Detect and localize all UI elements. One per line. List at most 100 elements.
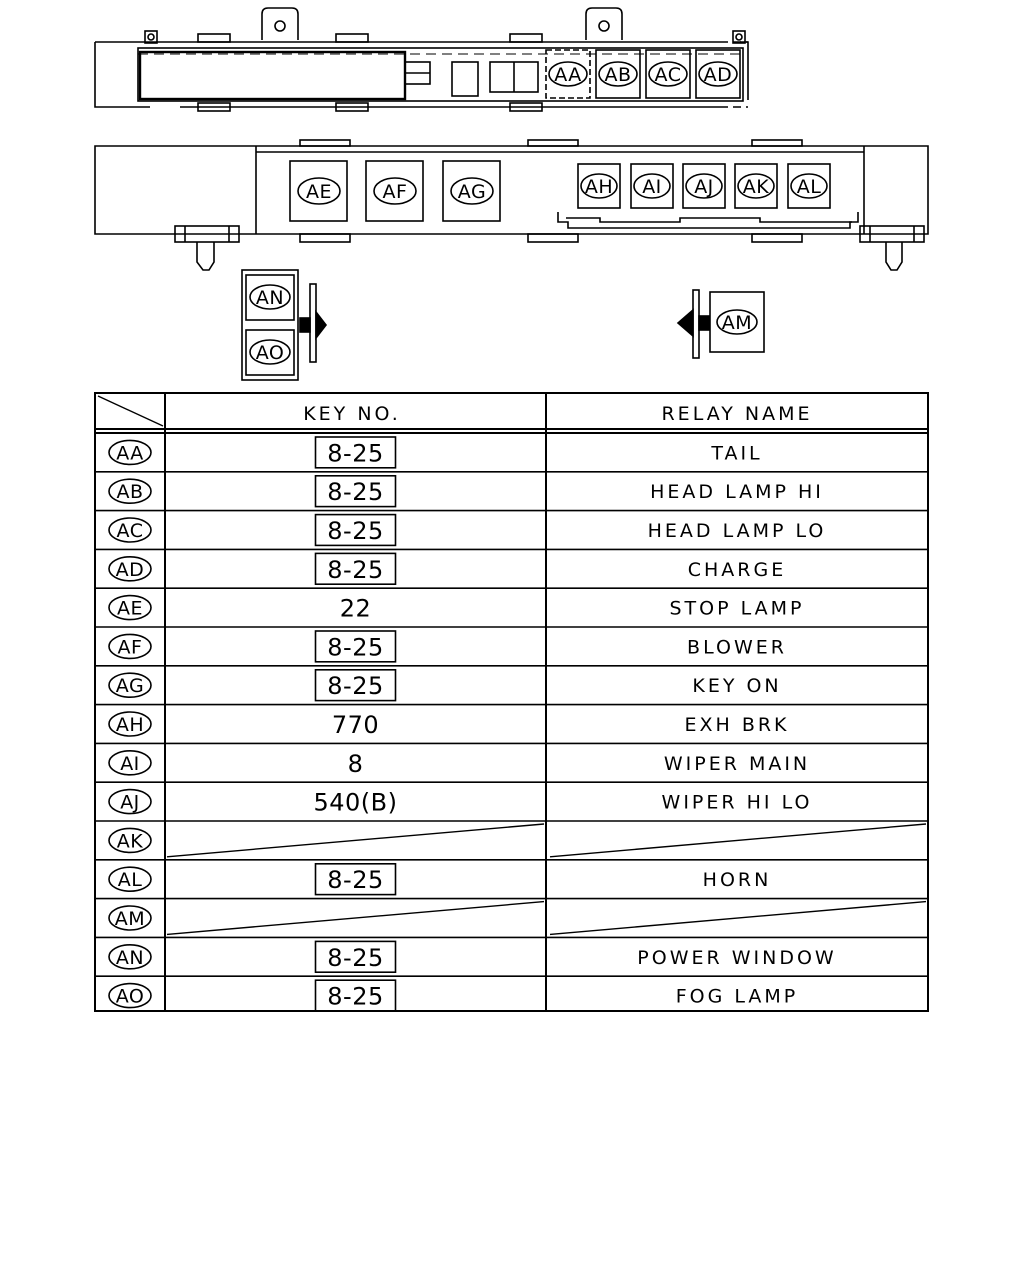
row-id-am: AM <box>108 905 152 931</box>
key-no-cell: 22 <box>340 595 372 623</box>
label-oval <box>108 866 152 893</box>
relay-label-ag: AG <box>450 177 494 205</box>
label-oval <box>108 633 152 660</box>
relay-slot-frame <box>645 49 691 99</box>
relay-label-an: AN <box>249 284 291 310</box>
key-box <box>314 979 397 1012</box>
key-no-cell: 770 <box>332 711 379 739</box>
row-id-ag: AG <box>108 672 152 699</box>
label-oval <box>373 177 417 205</box>
row-id-al: AL <box>108 866 152 893</box>
key-no-cell: 8-25 <box>327 439 383 467</box>
label-oval <box>108 555 152 582</box>
relay-name-cell: TAIL <box>710 442 762 464</box>
slot-id-text: AD <box>704 64 733 86</box>
relay-slot-small: AK <box>734 163 778 209</box>
relay-name-cell: WIPER HI LO <box>662 792 813 814</box>
relay-label-ak: AK <box>737 173 775 199</box>
key-box <box>314 940 397 974</box>
relay-label-aa: AA <box>548 61 588 87</box>
relay-slot-frame <box>595 49 641 99</box>
key-box <box>314 552 397 586</box>
label-oval <box>108 827 152 854</box>
key-no-cell: 8-25 <box>327 983 383 1011</box>
relay-label-af: AF <box>373 177 417 205</box>
empty-cell-slash <box>166 823 545 858</box>
relay-slot-large: AF <box>365 160 424 222</box>
relay-slot-top: AD <box>695 49 741 99</box>
relay-name-cell: BLOWER <box>687 636 787 658</box>
table-row: AM <box>95 900 928 939</box>
slot-id-text: AO <box>256 342 285 364</box>
row-id-ad: AD <box>108 555 152 582</box>
label-oval <box>790 173 828 199</box>
relay-label-am: AM <box>716 309 758 335</box>
row-id-af: AF <box>108 633 152 660</box>
relay-slot-frame <box>289 160 348 222</box>
label-oval <box>108 517 152 543</box>
relay-slot-frame <box>695 49 741 99</box>
label-oval <box>249 284 291 310</box>
key-box <box>314 513 397 547</box>
key-box <box>314 862 397 896</box>
slot-id-text: AI <box>120 753 140 775</box>
relay-slot-top: AB <box>595 49 641 99</box>
relay-name-cell: CHARGE <box>688 559 786 581</box>
slot-id-text: AK <box>743 176 769 198</box>
row-id-ac: AC <box>108 517 152 543</box>
key-no-cell: 8-25 <box>327 633 383 661</box>
key-no-cell: 8-25 <box>327 944 383 972</box>
slot-id-text: AE <box>306 181 332 203</box>
relay-label-al: AL <box>790 173 828 199</box>
relay-label-ab: AB <box>598 61 638 87</box>
table-row: AJ 540(B) WIPER HI LO <box>95 788 928 822</box>
label-oval <box>249 339 291 365</box>
label-oval <box>108 672 152 699</box>
side-module-single <box>676 289 765 359</box>
slot-id-text: AM <box>722 312 752 334</box>
key-box <box>314 668 397 702</box>
label-oval <box>108 905 152 931</box>
label-oval <box>108 943 152 970</box>
key-no-cell: 8-25 <box>327 478 383 506</box>
label-oval <box>685 173 723 199</box>
relay-slot-top: AA <box>545 49 591 99</box>
label-oval <box>108 749 152 776</box>
slot-id-text: AJ <box>120 792 140 814</box>
slot-id-text: AC <box>117 520 144 542</box>
label-oval <box>648 61 688 87</box>
relay-label-ad: AD <box>698 61 738 87</box>
label-oval <box>108 478 152 505</box>
slot-id-text: AB <box>604 64 631 86</box>
slot-id-text: AC <box>655 64 682 86</box>
slot-id-text: AJ <box>694 176 714 198</box>
label-oval <box>108 594 152 621</box>
relay-slot-frame <box>734 163 778 209</box>
key-no-cell: 8-25 <box>327 866 383 894</box>
relay-label-ai: AI <box>633 173 671 199</box>
row-id-aj: AJ <box>108 788 152 815</box>
slot-id-text: AI <box>642 176 662 198</box>
relay-slot-frame <box>787 163 831 209</box>
label-oval <box>108 439 152 466</box>
top-relay-block <box>94 7 749 112</box>
relay-label-ah: AH <box>580 173 618 199</box>
label-oval <box>633 173 671 199</box>
slot-id-text: AG <box>458 181 486 203</box>
row-id-ab: AB <box>108 478 152 505</box>
relay-label-ae: AE <box>297 177 341 205</box>
relay-name-cell: HEAD LAMP HI <box>650 481 824 503</box>
empty-cell-slash <box>549 823 927 858</box>
key-no-cell: 540(B) <box>314 789 398 817</box>
slot-id-text: AL <box>118 869 143 891</box>
